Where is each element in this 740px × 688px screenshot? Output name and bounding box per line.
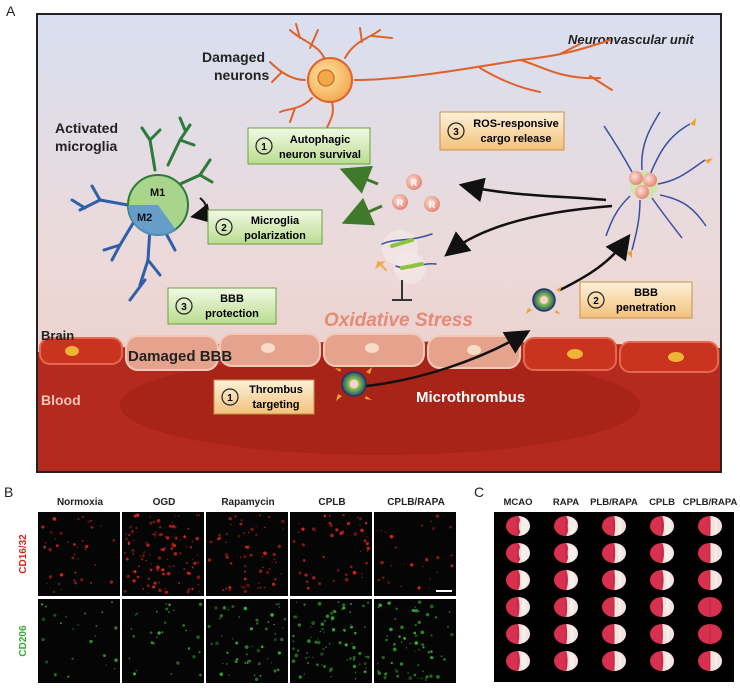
nanoparticle-bbb — [526, 286, 562, 314]
micrograph-tile — [122, 512, 204, 596]
microglia-label-2: microglia — [55, 138, 117, 154]
svg-text:protection: protection — [205, 308, 259, 320]
svg-text:R: R — [411, 178, 418, 188]
panel-c-column-label: CPLB — [649, 497, 675, 508]
box-thrombus-targeting: 1 Thrombus targeting — [213, 379, 315, 415]
arrow-to-microglia — [341, 197, 383, 226]
bbb-cells — [39, 333, 719, 373]
panel-c-column-label: PLB/RAPA — [590, 497, 638, 508]
microglia-label-1: Activated — [55, 120, 118, 136]
box-microglia-polarization: 2 Microglia polarization — [207, 209, 323, 245]
panel-b-row-label: CD206 — [18, 625, 29, 657]
micrograph-tile — [206, 512, 288, 596]
micrograph-tile — [374, 599, 456, 683]
svg-text:penetration: penetration — [616, 302, 676, 314]
micrograph-tile — [374, 512, 456, 596]
box-autophagic: 1 Autophagic neuron survival — [247, 127, 371, 165]
svg-text:targeting: targeting — [252, 399, 299, 411]
arrow-release-polymer — [444, 204, 613, 257]
svg-text:cargo release: cargo release — [481, 133, 552, 145]
micrograph-tile — [38, 512, 120, 596]
panel-b-column-label: Normoxia — [57, 497, 104, 508]
svg-text:ROS-responsive: ROS-responsive — [473, 118, 559, 130]
box-bbb-penetration: 2 BBB penetration — [579, 281, 693, 319]
arrow-to-neuron — [339, 165, 379, 194]
panel-a-diagram: Neuronvascular unit Damaged neurons — [36, 13, 722, 473]
panel-b-column-label: OGD — [153, 497, 176, 508]
panel-b-row-label: CD16/32 — [18, 534, 29, 574]
svg-text:neuron survival: neuron survival — [279, 149, 361, 161]
svg-text:1: 1 — [227, 393, 233, 404]
arrow-release-rapa — [458, 177, 607, 203]
brain-label: Brain — [41, 328, 74, 343]
m2-label: M2 — [137, 212, 152, 224]
svg-text:R: R — [397, 198, 404, 208]
damaged-neuron — [269, 23, 613, 131]
svg-text:R: R — [429, 200, 436, 210]
svg-text:2: 2 — [221, 223, 227, 234]
microthrombus-label: Microthrombus — [416, 389, 525, 406]
panel-c-column-label: RAPA — [553, 497, 579, 508]
svg-text:Thrombus: Thrombus — [249, 384, 303, 396]
svg-text:1: 1 — [261, 142, 267, 153]
blood-label: Blood — [41, 392, 81, 408]
micrograph-tile — [122, 599, 204, 683]
rapamycin-molecules: R R R — [392, 174, 440, 212]
panel-a-title: Neuronvascular unit — [568, 32, 694, 47]
damaged-bbb-label: Damaged BBB — [128, 348, 232, 365]
panel-b-column-label: CPLB/RAPA — [387, 497, 445, 508]
micrograph-tile — [38, 599, 120, 683]
panel-c-brain-slices: MCAO RAPA PLB/RAPA CPLB CPLB/RAPA — [494, 497, 737, 682]
svg-text:BBB: BBB — [634, 287, 658, 299]
svg-text:BBB: BBB — [220, 293, 244, 305]
svg-text:2: 2 — [593, 296, 599, 307]
panel-b-letter: B — [4, 484, 13, 500]
arrow-penetration — [559, 233, 631, 292]
box-bbb-protection: 3 BBB protection — [167, 287, 277, 325]
oxidative-stress-label: Oxidative Stress — [324, 310, 473, 331]
panel-c-letter: C — [474, 484, 484, 500]
svg-text:polarization: polarization — [244, 230, 306, 242]
m1-label: M1 — [150, 187, 165, 199]
panel-a-letter: A — [6, 3, 16, 19]
panel-b-column-label: CPLB — [318, 497, 345, 508]
arrow-targeting — [365, 330, 531, 388]
micrograph-tile — [206, 599, 288, 683]
box-ros-release: 3 ROS-responsive cargo release — [439, 111, 565, 151]
panel-b-column-label: Rapamycin — [221, 497, 274, 508]
svg-text:3: 3 — [453, 127, 459, 138]
polarization-arrow — [190, 197, 212, 224]
inhibition-mark — [392, 280, 412, 301]
panel-c-column-label: CPLB/RAPA — [683, 497, 738, 508]
svg-text:3: 3 — [181, 302, 187, 313]
svg-text:Microglia: Microglia — [251, 215, 300, 227]
damaged-neurons-label-2: neurons — [214, 67, 269, 83]
panel-c-column-label: MCAO — [503, 497, 532, 508]
released-polymers — [375, 230, 437, 284]
activated-microglia-cell — [70, 116, 214, 302]
responsive-nanoparticle — [603, 111, 713, 258]
panel-b-micrographs: Normoxia OGD Rapamycin CPLB CPLB/RAPA CD16/32… — [18, 497, 456, 683]
svg-text:Autophagic: Autophagic — [290, 134, 351, 146]
damaged-neurons-label-1: Damaged — [202, 49, 265, 65]
nanoparticle-blood — [335, 367, 372, 401]
